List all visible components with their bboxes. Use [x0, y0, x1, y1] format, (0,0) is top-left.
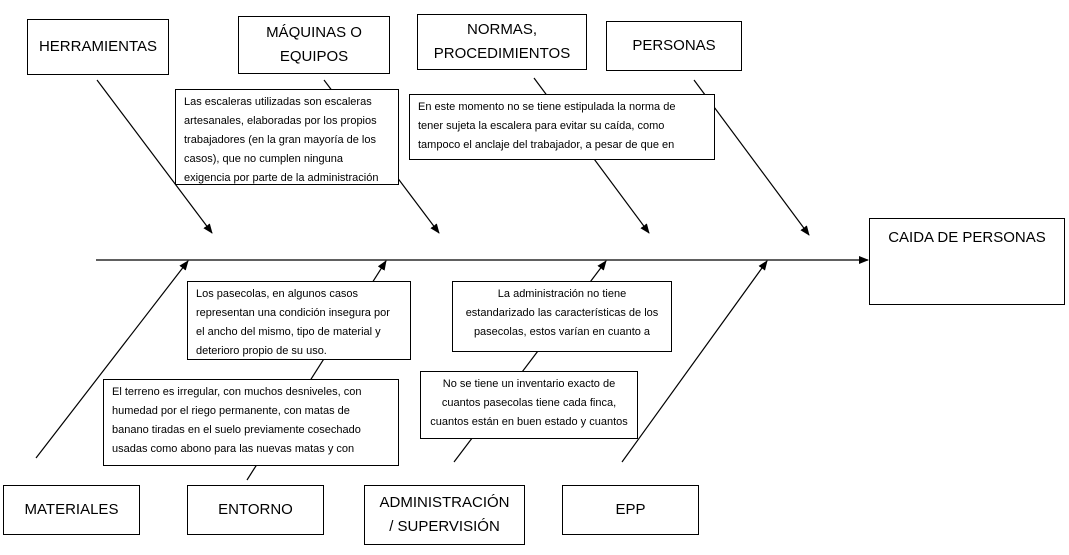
category-herramientas-label: HERRAMIENTAS — [38, 38, 158, 55]
note-pasecolas-line: representan una condición insegura por — [196, 307, 390, 319]
note-inventario-line: No se tiene un inventario exacto de — [442, 378, 616, 390]
note-terreno-line: El terreno es irregular, con muchos desn… — [112, 386, 362, 398]
effect-label: CAIDA DE PERSONAS — [888, 229, 1046, 246]
note-maquinas: Las escaleras utilizadas son escaleras a… — [175, 89, 399, 185]
category-personas-label: PERSONAS — [632, 37, 716, 54]
note-inventario-line: cuantos están en buen estado y cuantos — [430, 416, 628, 428]
category-normas-label-line2: PROCEDIMIENTOS — [433, 45, 571, 62]
note-maquinas-line: Las escaleras utilizadas son escaleras — [184, 96, 372, 108]
category-entorno-label: ENTORNO — [218, 501, 293, 518]
note-estandar-line: estandarizado las características de los — [465, 307, 659, 319]
category-administracion-label-line1: ADMINISTRACIÓN — [379, 494, 510, 511]
note-normas: En este momento no se tiene estipulada l… — [409, 94, 715, 160]
note-terreno-line: humedad por el riego permanente, con mat… — [112, 405, 350, 417]
note-maquinas-line: exigencia por parte de la administración — [184, 172, 379, 184]
note-pasecolas-line: Los pasecolas, en algunos casos — [196, 288, 359, 300]
note-estandar-line: La administración no tiene — [497, 288, 627, 300]
note-maquinas-line: trabajadores (en la gran mayoría de los — [184, 134, 376, 146]
bone-epp — [621, 260, 768, 463]
category-maquinas-label-line2: EQUIPOS — [279, 48, 349, 65]
note-terreno-line: banano tiradas en el suelo previamente c… — [112, 424, 361, 436]
bone-materiales — [35, 260, 189, 459]
category-entorno: ENTORNO — [187, 485, 324, 535]
note-administracion-estandar: La administración no tiene estandarizado… — [452, 281, 672, 352]
note-normas-line: tampoco el anclaje del trabajador, a pes… — [418, 139, 675, 151]
category-administracion-label-line2: / SUPERVISIÓN — [389, 518, 500, 535]
category-epp-label: EPP — [615, 501, 646, 518]
note-maquinas-line: artesanales, elaboradas por los propios — [184, 115, 377, 127]
note-normas-line: tener sujeta la escalera para evitar su … — [418, 120, 665, 132]
category-epp: EPP — [562, 485, 699, 535]
category-normas-label-line1: NORMAS, — [466, 21, 537, 38]
note-entorno-terreno: El terreno es irregular, con muchos desn… — [103, 379, 399, 466]
note-pasecolas-line: el ancho del mismo, tipo de material y — [196, 326, 381, 338]
category-maquinas-label-line1: MÁQUINAS O — [266, 24, 362, 41]
effect-box: CAIDA DE PERSONAS — [869, 218, 1065, 305]
note-estandar-line: pasecolas, estos varían en cuanto a — [473, 326, 651, 338]
note-maquinas-line: casos), que no cumplen ninguna — [184, 153, 343, 165]
bone-herramientas — [96, 79, 213, 234]
category-normas-procedimientos: NORMAS, PROCEDIMIENTOS — [417, 14, 587, 70]
category-personas: PERSONAS — [606, 21, 742, 71]
category-materiales-label: MATERIALES — [24, 501, 119, 518]
category-maquinas-equipos: MÁQUINAS O EQUIPOS — [238, 16, 390, 74]
note-inventario-line: cuantos pasecolas tiene cada finca, — [441, 397, 617, 409]
category-materiales: MATERIALES — [3, 485, 140, 535]
category-administracion-supervision: ADMINISTRACIÓN / SUPERVISIÓN — [364, 485, 525, 545]
note-terreno-line: usadas como abono para las nuevas matas … — [112, 443, 355, 455]
category-herramientas: HERRAMIENTAS — [27, 19, 169, 75]
note-pasecolas-line: deterioro propio de su uso. — [196, 345, 327, 357]
note-normas-line: En este momento no se tiene estipulada l… — [418, 101, 676, 113]
note-administracion-inventario: No se tiene un inventario exacto de cuan… — [420, 371, 638, 439]
note-entorno-pasecolas: Los pasecolas, en algunos casos represen… — [187, 281, 411, 360]
